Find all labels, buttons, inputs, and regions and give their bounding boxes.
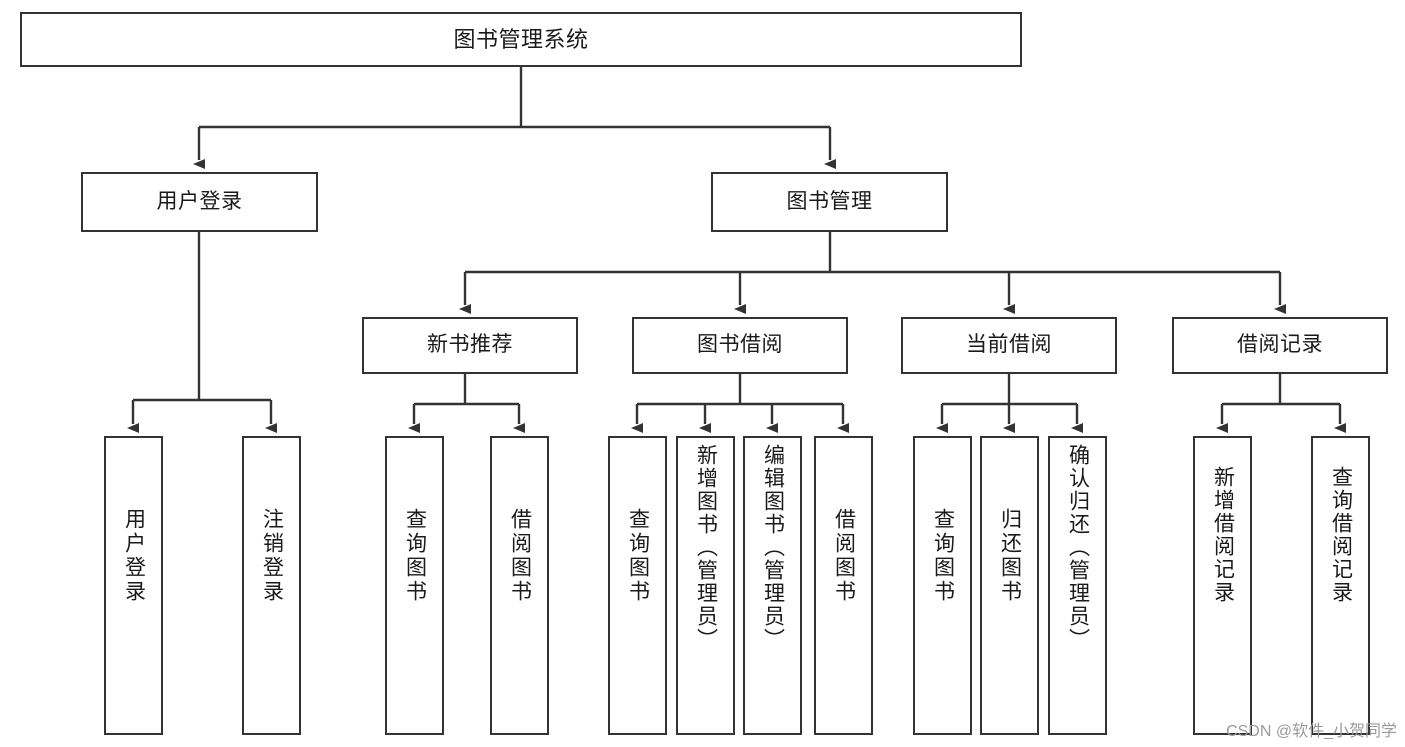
node-label: 当前借阅: [966, 333, 1052, 357]
leaf-book-borrow-query-book[interactable]: 查询图书: [608, 436, 667, 735]
node-label: 借阅图书: [832, 508, 856, 604]
leaf-current-borrow-query-book[interactable]: 查询图书: [913, 436, 972, 735]
node-label: 图书借阅: [697, 333, 783, 357]
node-root-book-management-system[interactable]: 图书管理系统: [20, 12, 1022, 67]
node-new-book-recommend[interactable]: 新书推荐: [362, 317, 578, 374]
node-label: 新增借阅记录: [1211, 466, 1235, 604]
node-label: 新书推荐: [427, 333, 513, 357]
csdn-watermark: CSDN @软件_小贺同学: [1226, 723, 1397, 740]
leaf-borrow-record-query-record[interactable]: 查询借阅记录: [1311, 436, 1370, 735]
node-label: 注销登录: [260, 508, 284, 604]
leaf-book-borrow-add-book-admin[interactable]: 新增图书（管理员）: [676, 436, 735, 735]
leaf-book-borrow-edit-book-admin[interactable]: 编辑图书（管理员）: [743, 436, 802, 735]
node-label: 用户登录: [122, 508, 146, 604]
node-label: 查询借阅记录: [1329, 466, 1353, 604]
node-label: 用户登录: [156, 189, 243, 213]
node-borrow-record[interactable]: 借阅记录: [1172, 317, 1388, 374]
leaf-book-borrow-borrow-book[interactable]: 借阅图书: [814, 436, 873, 735]
node-label: 确认归还（管理员）: [1066, 444, 1090, 651]
leaf-current-borrow-return-book[interactable]: 归还图书: [980, 436, 1039, 735]
leaf-current-borrow-confirm-return-admin[interactable]: 确认归还（管理员）: [1048, 436, 1107, 735]
leaf-new-book-query-book[interactable]: 查询图书: [385, 436, 444, 735]
node-book-borrow[interactable]: 图书借阅: [632, 317, 848, 374]
node-label: 编辑图书（管理员）: [761, 444, 785, 651]
node-label: 查询图书: [931, 508, 955, 604]
node-user-login[interactable]: 用户登录: [81, 172, 318, 232]
node-label: 新增图书（管理员）: [694, 444, 718, 651]
node-label: 查询图书: [626, 508, 650, 604]
node-current-borrow[interactable]: 当前借阅: [901, 317, 1117, 374]
leaf-user-login-signin[interactable]: 用户登录: [104, 436, 163, 735]
leaf-user-login-signout[interactable]: 注销登录: [242, 436, 301, 735]
node-label: 图书管理系统: [453, 26, 589, 52]
node-label: 借阅图书: [508, 508, 532, 604]
leaf-new-book-borrow-book[interactable]: 借阅图书: [490, 436, 549, 735]
leaf-borrow-record-add-record[interactable]: 新增借阅记录: [1193, 436, 1252, 735]
node-book-management[interactable]: 图书管理: [711, 172, 948, 232]
node-label: 查询图书: [403, 508, 427, 604]
node-label: 借阅记录: [1237, 333, 1323, 357]
node-label: 图书管理: [786, 189, 873, 213]
node-label: 归还图书: [998, 508, 1022, 604]
